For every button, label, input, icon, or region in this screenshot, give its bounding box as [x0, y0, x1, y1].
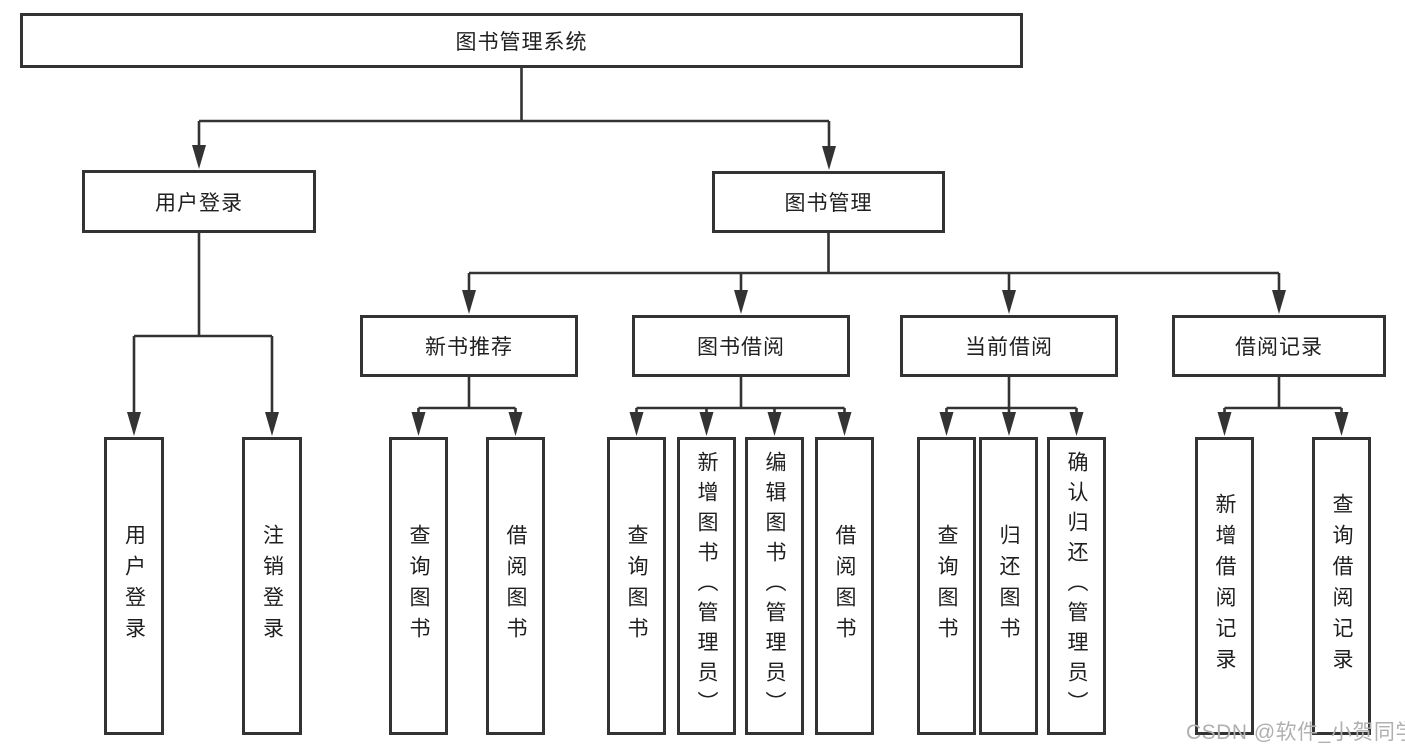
- node-label: 图书管理系统: [455, 30, 588, 54]
- leaf-label: 编辑图书（管理员）: [763, 451, 786, 721]
- leaf-add-books-admin: 新增图书（管理员）: [677, 437, 736, 735]
- node-current-borrowing: 当前借阅: [900, 315, 1118, 377]
- leaf-label: 新增图书（管理员）: [695, 451, 718, 721]
- node-new-book-recommend: 新书推荐: [360, 315, 578, 377]
- node-label: 借阅记录: [1235, 336, 1323, 359]
- leaf-edit-books-admin: 编辑图书（管理员）: [745, 437, 804, 735]
- leaf-confirm-return-admin: 确认归还（管理员）: [1047, 437, 1106, 735]
- leaf-label: 查询图书: [625, 524, 648, 648]
- leaf-label: 确认归还（管理员）: [1065, 451, 1088, 721]
- leaf-query-books-recommend: 查询图书: [389, 437, 448, 735]
- leaf-label: 新增借阅记录: [1213, 493, 1236, 679]
- node-label: 当前借阅: [965, 336, 1053, 359]
- leaf-label: 归还图书: [997, 524, 1020, 648]
- leaf-label: 查询图书: [407, 524, 430, 648]
- leaf-query-books-current: 查询图书: [917, 437, 976, 735]
- node-label: 新书推荐: [425, 336, 513, 359]
- leaf-label: 借阅图书: [833, 524, 856, 648]
- leaf-return-books: 归还图书: [979, 437, 1038, 735]
- leaf-query-borrow-record: 查询借阅记录: [1312, 437, 1371, 735]
- node-label: 图书管理: [784, 192, 873, 215]
- leaf-query-books-borrowing: 查询图书: [607, 437, 666, 735]
- leaf-label: 查询图书: [935, 524, 958, 648]
- node-system-root: 图书管理系统: [20, 13, 1023, 68]
- leaf-borrow-books: 借阅图书: [815, 437, 874, 735]
- node-book-management: 图书管理: [712, 171, 945, 233]
- leaf-user-login: 用户登录: [104, 437, 164, 735]
- leaf-add-borrow-record: 新增借阅记录: [1195, 437, 1254, 735]
- watermark: CSDN @软件_小贺同学: [1186, 721, 1405, 744]
- node-user-login: 用户登录: [82, 170, 316, 233]
- node-label: 用户登录: [155, 191, 243, 215]
- leaf-borrow-books-recommend: 借阅图书: [486, 437, 545, 735]
- leaf-label: 借阅图书: [504, 524, 527, 648]
- node-book-borrowing: 图书借阅: [632, 315, 850, 377]
- node-borrowing-records: 借阅记录: [1172, 315, 1386, 377]
- leaf-label: 注销登录: [260, 524, 284, 648]
- leaf-logout: 注销登录: [242, 437, 302, 735]
- node-label: 图书借阅: [697, 336, 785, 359]
- leaf-label: 用户登录: [122, 524, 146, 648]
- leaf-label: 查询借阅记录: [1330, 493, 1353, 679]
